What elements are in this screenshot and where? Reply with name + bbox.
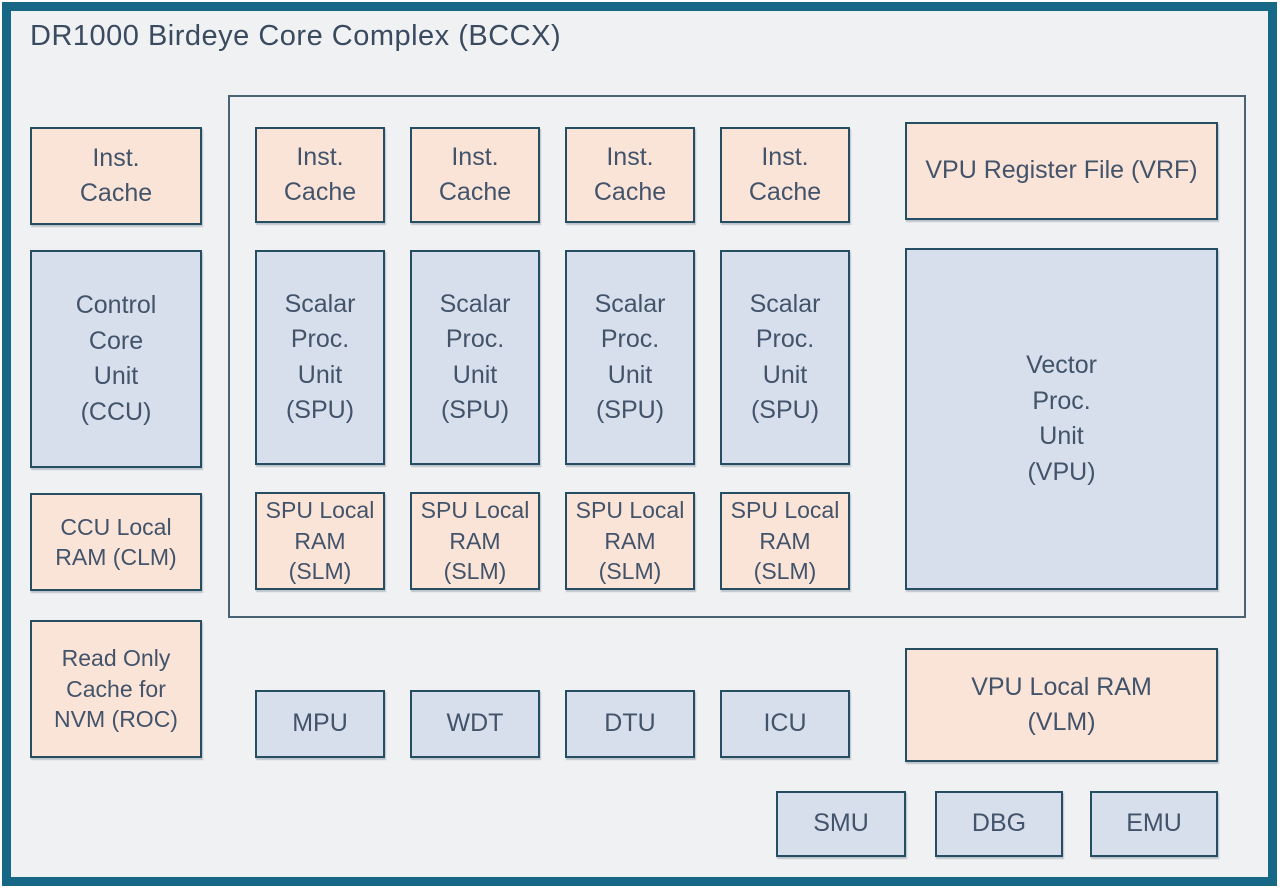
block-vpu-register-file: VPU Register File (VRF): [905, 122, 1218, 220]
block-dbg: DBG: [935, 791, 1063, 857]
block-emu: EMU: [1090, 791, 1218, 857]
block-core1-scalar-proc-unit: Scalar Proc. Unit (SPU): [410, 250, 540, 465]
block-core3-scalar-proc-unit: Scalar Proc. Unit (SPU): [720, 250, 850, 465]
block-vpu-local-ram: VPU Local RAM (VLM): [905, 648, 1218, 762]
block-read-only-cache-nvm: Read Only Cache for NVM (ROC): [30, 620, 202, 758]
block-core1-inst-cache: Inst. Cache: [410, 127, 540, 223]
block-ccu-local-ram: CCU Local RAM (CLM): [30, 493, 202, 591]
block-dtu: DTU: [565, 690, 695, 758]
block-smu: SMU: [776, 791, 906, 857]
core-cluster-outline: [228, 95, 1246, 618]
block-core0-spu-local-ram: SPU Local RAM (SLM): [255, 492, 385, 590]
block-core0-inst-cache: Inst. Cache: [255, 127, 385, 223]
block-core1-spu-local-ram: SPU Local RAM (SLM): [410, 492, 540, 590]
block-core0-scalar-proc-unit: Scalar Proc. Unit (SPU): [255, 250, 385, 465]
block-core3-spu-local-ram: SPU Local RAM (SLM): [720, 492, 850, 590]
block-icu: ICU: [720, 690, 850, 758]
block-vector-proc-unit: Vector Proc. Unit (VPU): [905, 248, 1218, 590]
block-core2-spu-local-ram: SPU Local RAM (SLM): [565, 492, 695, 590]
diagram-title: DR1000 Birdeye Core Complex (BCCX): [30, 20, 562, 52]
block-control-core-unit: Control Core Unit (CCU): [30, 250, 202, 468]
block-core3-inst-cache: Inst. Cache: [720, 127, 850, 223]
block-core2-inst-cache: Inst. Cache: [565, 127, 695, 223]
block-wdt: WDT: [410, 690, 540, 758]
block-ccu-inst-cache: Inst. Cache: [30, 127, 202, 225]
block-core2-scalar-proc-unit: Scalar Proc. Unit (SPU): [565, 250, 695, 465]
block-mpu: MPU: [255, 690, 385, 758]
